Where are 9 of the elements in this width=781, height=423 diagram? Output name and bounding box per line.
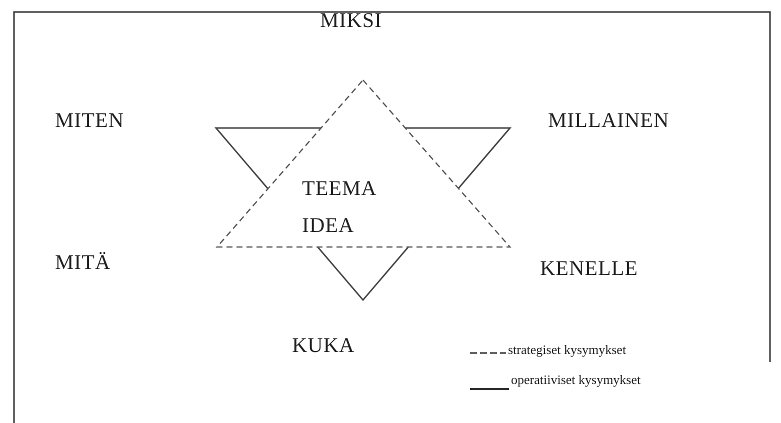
legend-text: operatiiviset kysymykset: [511, 372, 641, 388]
legend-text: strategiset kysymykset: [508, 342, 626, 358]
question-word: MILLAINEN: [548, 108, 670, 133]
question-word: MITEN: [55, 108, 124, 133]
question-word: KENELLE: [540, 256, 638, 281]
center-text: TEEMA IDEA: [302, 175, 378, 239]
question-word: MIKSI: [320, 8, 382, 33]
question-word: KUKA: [292, 333, 355, 358]
question-word: MITÄ: [55, 250, 111, 275]
